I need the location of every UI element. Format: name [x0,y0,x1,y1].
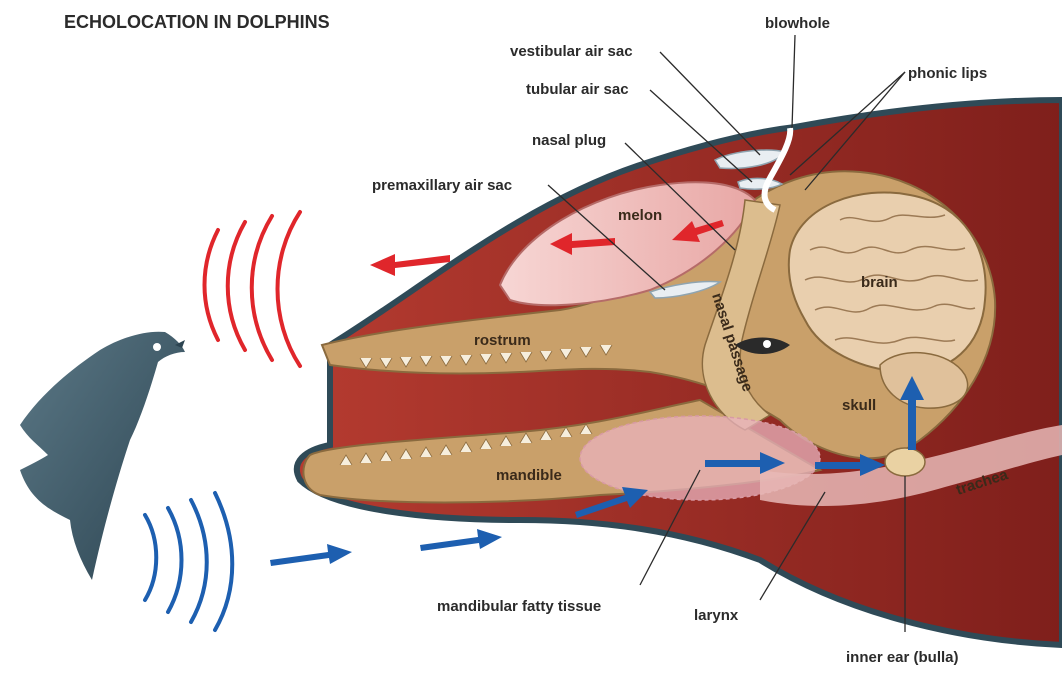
label-skull: skull [842,397,876,414]
outgoing-sound-waves [205,212,301,366]
label-nasal-plug: nasal plug [532,132,606,149]
label-melon: melon [618,207,662,224]
blue-arrow-1 [270,544,352,566]
label-inner-ear: inner ear (bulla) [846,649,959,666]
fish-icon [20,332,185,580]
label-tubular-air-sac: tubular air sac [526,81,629,98]
label-rostrum: rostrum [474,332,531,349]
label-vestibular-air-sac: vestibular air sac [510,43,633,60]
label-larynx: larynx [694,607,739,624]
label-phonic-lips: phonic lips [908,65,987,82]
label-premaxillary-air-sac: premaxillary air sac [372,177,512,194]
blue-arrow-2 [420,529,502,551]
incoming-sound-waves [145,493,232,630]
label-mandible: mandible [496,467,562,484]
fish-eye [153,343,161,351]
label-blowhole: blowhole [765,15,830,32]
label-brain: brain [861,274,898,291]
label-mandibular-fatty-tissue: mandibular fatty tissue [437,598,601,615]
inner-ear-shape [885,448,925,476]
diagram-title: ECHOLOCATION IN DOLPHINS [64,12,330,32]
